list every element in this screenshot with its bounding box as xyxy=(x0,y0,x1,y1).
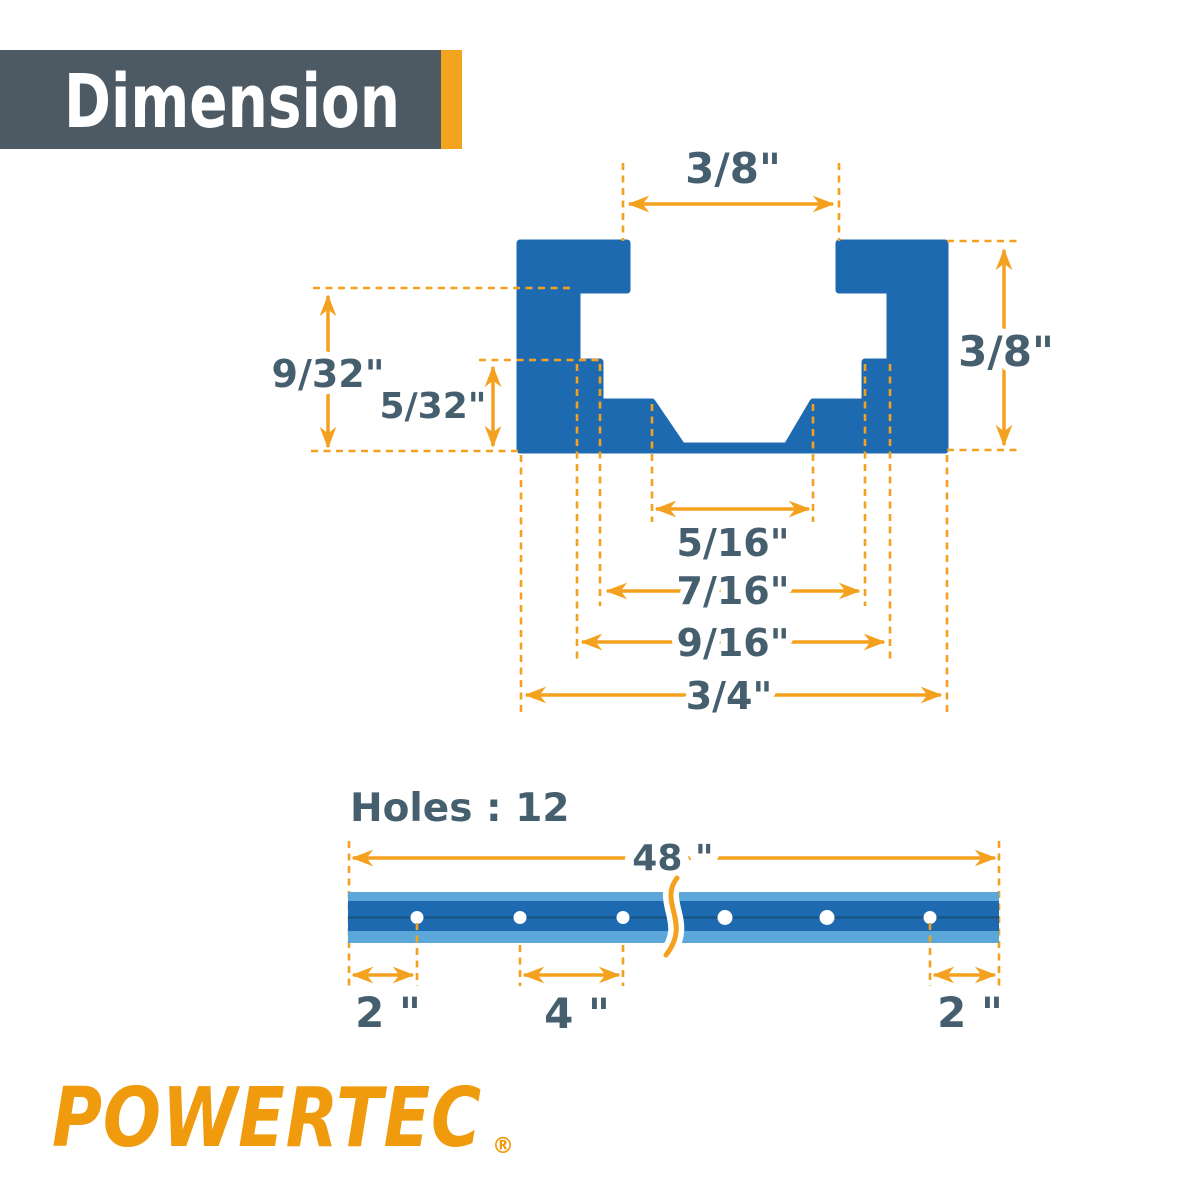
mounting-hole xyxy=(513,911,527,924)
label-groove-width: 5/16" xyxy=(677,521,790,565)
label-end-spacing-left: 2 " xyxy=(355,988,421,1037)
label-step-depth: 5/32" xyxy=(379,386,486,427)
label-end-spacing-right: 2 " xyxy=(937,988,1003,1037)
registered-trademark-icon: ® xyxy=(492,1134,514,1159)
banner-accent-bar xyxy=(441,50,462,149)
cross-section-dimension-arrows xyxy=(319,195,1013,704)
banner-background xyxy=(0,50,441,149)
t-track-side-view: Holes : 12 48 " xyxy=(347,786,1003,1038)
cross-section-extension-lines xyxy=(311,163,1022,714)
mounting-hole xyxy=(923,911,937,924)
mounting-hole xyxy=(410,911,424,924)
powertec-wordmark: POWERTEC xyxy=(52,1071,482,1166)
page-title: Dimension xyxy=(64,59,400,145)
holes-count-label: Holes : 12 xyxy=(350,786,570,831)
label-profile-height: 3/8" xyxy=(958,327,1054,376)
mounting-holes xyxy=(410,910,937,925)
label-hole-spacing: 4 " xyxy=(544,989,610,1038)
track-bar xyxy=(348,870,999,963)
label-step-width: 7/16" xyxy=(677,569,790,613)
hole-spacing-dimensions: 2 " 4 " 2 " xyxy=(351,923,1003,1038)
t-track-profile-shape xyxy=(516,239,949,454)
brand-logo: POWERTEC ® xyxy=(52,1071,514,1166)
header-banner: Dimension xyxy=(0,50,462,149)
label-slot-width: 9/16" xyxy=(677,621,790,665)
label-overall-width: 3/4" xyxy=(686,674,773,718)
mounting-hole xyxy=(616,911,630,924)
label-lip-to-base-depth: 9/32" xyxy=(272,352,385,396)
t-track-cross-section: 3/8" 3/8" 9/32" 5/32" 5/16" 7/16" 9/16" … xyxy=(265,144,1061,725)
mounting-hole xyxy=(717,910,733,925)
label-slot-opening-width: 3/8" xyxy=(685,144,781,193)
break-symbol xyxy=(658,870,685,963)
mounting-hole xyxy=(819,910,835,925)
